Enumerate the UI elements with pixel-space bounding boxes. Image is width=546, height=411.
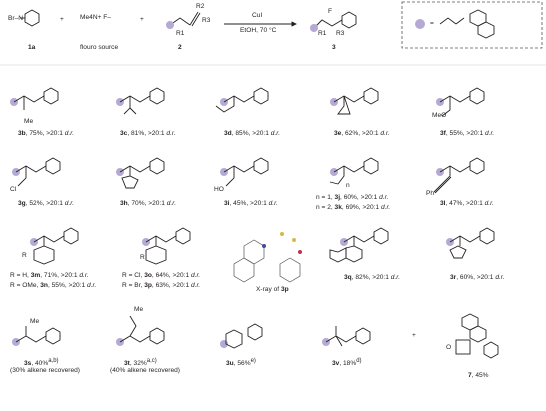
sub-7: O — [446, 344, 452, 351]
legend-equals: = — [430, 20, 434, 27]
plus-sign-1: + — [60, 16, 64, 23]
directing-group-box — [401, 1, 543, 49]
substrate-2-R2: R2 — [196, 3, 205, 10]
caption-3k: n = 2, 3k, 69%, >20:1 d.r. — [316, 204, 391, 211]
sub-3f: MeO — [432, 112, 447, 119]
product-3-label: 3 — [332, 44, 336, 51]
caption-3d: 3d, 85%, >20:1 d.r. — [224, 130, 281, 137]
xray-caption: X-ray of 3p — [256, 286, 289, 293]
caption-3l: 3l, 47%, >20:1 d.r. — [440, 200, 494, 207]
sub-3i: HO — [214, 186, 224, 193]
caption-3b: 3b, 75%, >20:1 d.r. — [18, 130, 75, 137]
sub-3b: Me — [24, 118, 34, 125]
fluoride-caption: flouro source — [80, 44, 119, 51]
conditions-catalyst: CuI — [252, 12, 263, 19]
caption-3i: 3i, 45%, >20:1 d.r. — [224, 200, 278, 207]
reagent-1a-label: 1a — [28, 44, 36, 51]
caption-7: 7, 45% — [468, 372, 489, 379]
n-subscript: n — [346, 182, 350, 189]
product-3 — [310, 11, 357, 32]
caption-3j: n = 1, 3j, 60%, >20:1 d.r. — [316, 194, 389, 201]
plus-sign-2: + — [140, 16, 144, 23]
sub-3l: Ph — [426, 190, 435, 197]
caption-3v: 3v, 18%d) — [332, 358, 362, 368]
product-3-F: F — [328, 8, 333, 15]
caption-3o: R = Cl, 3o, 64%, >20:1 d.r. — [122, 272, 201, 279]
substrate-2-label: 2 — [178, 44, 182, 51]
reagent-1a — [20, 9, 40, 27]
caption-3e: 3e, 62%, >20:1 d.r. — [334, 130, 390, 137]
plus-sign-3: + — [412, 332, 416, 339]
caption-3s: 3s, 40%a,b) — [24, 358, 59, 368]
R-label-3mn: R — [22, 252, 27, 259]
caption-3u: 3u, 56%e) — [226, 358, 256, 368]
caption-3r: 3r, 60%, >20:1 d.r. — [450, 274, 505, 281]
product-3-R1: R1 — [318, 30, 327, 37]
caption-3f: 3f, 55%, >20:1 d.r. — [440, 130, 495, 137]
conditions-solvent: EtOH, 70 °C — [240, 27, 277, 34]
substrate-2-R1: R1 — [176, 30, 185, 37]
product-structures — [10, 87, 499, 359]
R-label-3op: R — [140, 254, 145, 261]
sub-3t: Me — [134, 306, 144, 313]
note-3t: (40% alkene recovered) — [110, 367, 181, 374]
reagent-1a-formula: Br–N — [8, 15, 24, 22]
note-3s: (30% alkene recovered) — [10, 367, 81, 374]
caption-3g: 3g, 52%, >20:1 d.r. — [18, 200, 75, 207]
product-3-R3: R3 — [336, 30, 345, 37]
substrate-2-R3: R3 — [202, 17, 211, 24]
caption-3t: 3t, 32%a,c) — [124, 358, 157, 368]
sub-3g: Cl — [10, 186, 17, 193]
caption-3m: R = H, 3m, 71%, >20:1 d.r. — [10, 272, 89, 279]
substrate-2 — [166, 11, 201, 29]
caption-3h: 3h, 70%, >20:1 d.r. — [120, 200, 177, 207]
caption-3q: 3q, 82%, >20:1 d.r. — [344, 274, 401, 281]
caption-3c: 3c, 81%, >20:1 d.r. — [120, 130, 176, 137]
caption-3p: R = Br, 3p, 63%, >20:1 d.r. — [122, 282, 201, 289]
sub-3s: Me — [30, 318, 40, 325]
fluoride-formula: Me4N+ F– — [80, 14, 111, 21]
caption-3n: R = OMe, 3n, 55%, >20:1 d.r. — [10, 282, 97, 289]
